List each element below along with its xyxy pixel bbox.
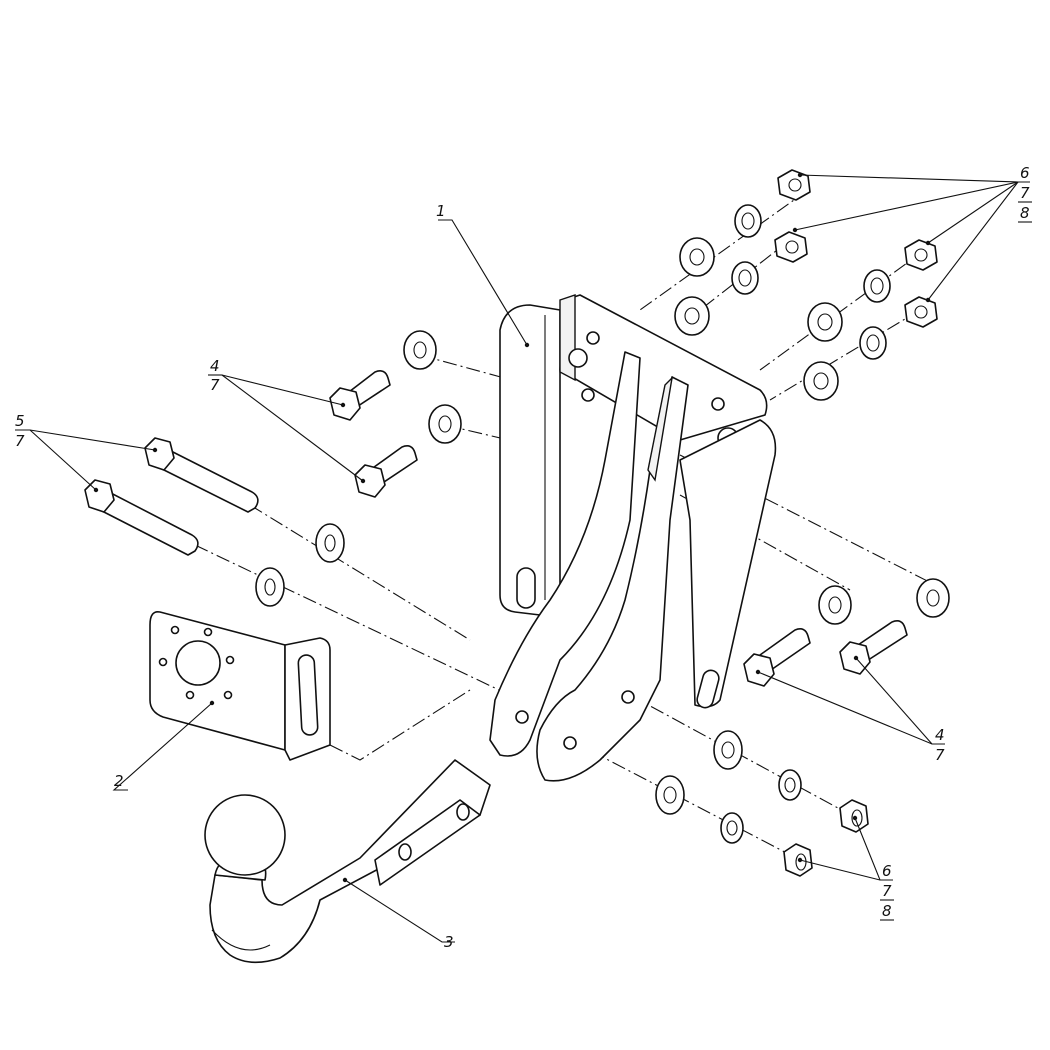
hex-nut <box>839 799 869 833</box>
left-short-bolts <box>329 330 462 498</box>
washer <box>916 578 950 618</box>
callout-line-1: 4 <box>935 726 945 744</box>
bracket-plate-assembly <box>489 294 777 782</box>
washer <box>428 404 462 444</box>
callout-nuts-top: 6 7 8 <box>1018 164 1032 223</box>
washer <box>674 296 710 336</box>
callout-nuts-bottom: 6 7 8 <box>880 862 894 921</box>
washer <box>818 585 852 625</box>
washer <box>679 237 715 277</box>
callout-part-3: 3 <box>444 933 454 951</box>
washer <box>403 330 437 370</box>
washer <box>803 361 839 401</box>
washer <box>778 769 802 801</box>
hex-nut <box>777 169 811 201</box>
callout-line-1: 6 <box>882 862 892 880</box>
callout-bolts-right: 4 7 <box>935 726 945 764</box>
callout-line-2: 7 <box>15 432 25 450</box>
callout-bolts-left-top: 4 7 <box>208 357 222 394</box>
upper-right-fasteners <box>674 169 938 401</box>
callout-line-2: 7 <box>935 746 945 764</box>
washer <box>859 326 887 360</box>
callout-number: 2 <box>114 772 124 790</box>
hex-nut <box>904 296 938 328</box>
callout-line-3: 8 <box>882 902 892 920</box>
callout-line-1: 5 <box>15 412 25 430</box>
long-hex-bolt <box>84 479 199 556</box>
hex-nut <box>774 231 808 263</box>
lower-right-fasteners <box>655 730 869 877</box>
right-bolts <box>743 578 950 687</box>
long-hex-bolt <box>144 437 259 513</box>
hex-bolt <box>329 370 391 421</box>
hex-bolt <box>743 628 811 687</box>
washer <box>315 523 345 563</box>
callout-line-3: 8 <box>1020 204 1030 222</box>
socket-mounting-bracket <box>149 610 331 761</box>
callout-line-1: 6 <box>1020 164 1030 182</box>
hex-nut <box>904 239 938 271</box>
callout-number: 3 <box>444 933 454 951</box>
washer <box>713 730 743 770</box>
callout-number: 1 <box>436 202 446 220</box>
callout-line-2: 7 <box>882 882 892 900</box>
washer <box>655 775 685 815</box>
washer <box>731 261 759 295</box>
callout-bolts-left-long: 5 7 <box>15 412 25 450</box>
hex-bolt <box>354 445 418 498</box>
washer <box>720 812 744 844</box>
callout-part-2: 2 <box>114 772 124 790</box>
callout-line-1: 4 <box>210 357 220 375</box>
washer <box>863 269 891 303</box>
washer <box>734 204 762 238</box>
hex-bolt <box>839 620 908 675</box>
washer <box>255 567 285 607</box>
washer <box>807 302 843 342</box>
callout-line-2: 7 <box>1020 184 1030 202</box>
callout-line-2: 7 <box>210 376 220 394</box>
long-bolts <box>84 437 345 607</box>
callout-part-1: 1 <box>436 202 446 220</box>
tow-ball-bar <box>204 759 491 964</box>
